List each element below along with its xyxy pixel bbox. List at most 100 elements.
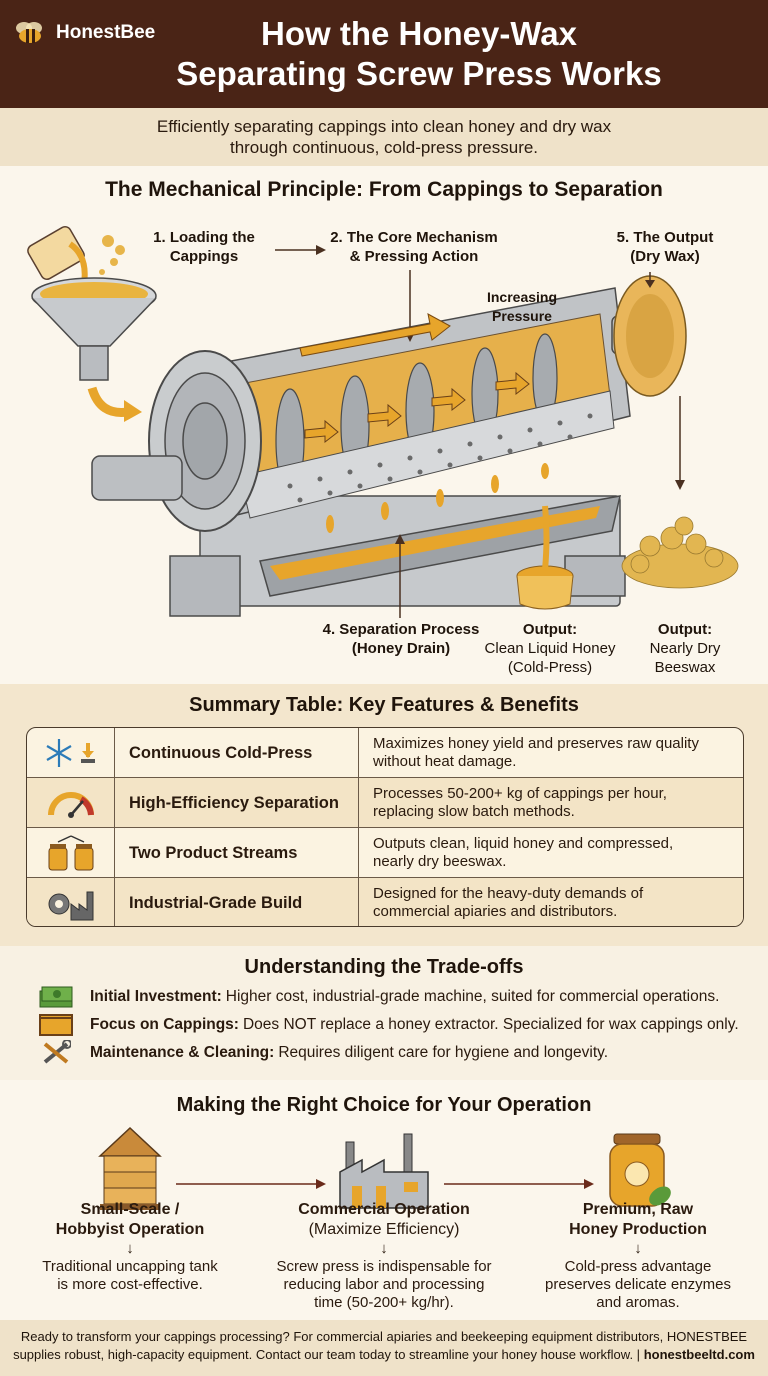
step2-label: 2. The Core Mechanism & Pressing Action bbox=[318, 228, 510, 266]
tools-icon bbox=[38, 1040, 74, 1066]
beehive-icon bbox=[98, 1126, 162, 1210]
tradeoffs-section: Understanding the Trade-offs Initial Inv… bbox=[0, 946, 768, 1080]
tradeoff-text: Requires diligent care for hygiene and l… bbox=[278, 1044, 609, 1061]
tradeoffs-title: Understanding the Trade-offs bbox=[244, 956, 524, 978]
wax-pile-icon bbox=[621, 516, 739, 589]
summary-title: Summary Table: Key Features & Benefits bbox=[189, 694, 579, 716]
choice-body-3: time (50-200+ kg/hr). bbox=[314, 1294, 454, 1311]
bee-icon bbox=[16, 22, 42, 43]
step5-line1: 5. The Output bbox=[616, 229, 714, 246]
snowflake-icon bbox=[45, 739, 95, 767]
choice-body-1: Traditional uncapping tank bbox=[42, 1258, 218, 1275]
subtitle: Efficiently separating cappings into cle… bbox=[0, 108, 768, 166]
down-arrow-icon: ↓ bbox=[634, 1240, 642, 1257]
choice-body-2: is more cost-effective. bbox=[57, 1276, 203, 1293]
choice-head-1: Commercial Operation bbox=[298, 1201, 470, 1218]
honeycomb-frame-icon bbox=[38, 1012, 74, 1038]
tradeoff-item: Focus on Cappings: Does NOT replace a ho… bbox=[38, 1012, 739, 1038]
output-honey-line1: Clean Liquid Honey bbox=[484, 640, 616, 657]
subtitle-line-2: through continuous, cold-press pressure. bbox=[229, 138, 539, 157]
cell-icon bbox=[27, 878, 115, 926]
footer-website-link[interactable]: honestbeeltd.com bbox=[643, 1347, 755, 1362]
down-arrow-icon: ↓ bbox=[380, 1240, 388, 1257]
diagram-title: The Mechanical Principle: From Cappings … bbox=[105, 178, 663, 201]
tradeoff-label: Focus on Cappings: bbox=[90, 1016, 239, 1033]
choice-body-3: and aromas. bbox=[596, 1294, 680, 1311]
summary-table: Continuous Cold-Press Maximizes honey yi… bbox=[26, 727, 744, 927]
feature-desc: Outputs clean, liquid honey and compress… bbox=[359, 828, 743, 878]
choice-head-2: Honey Production bbox=[569, 1221, 707, 1238]
header-banner: HonestBee How the Honey-Wax Separating S… bbox=[0, 0, 768, 108]
choice-body-1: Cold-press advantage bbox=[564, 1258, 712, 1275]
desc-line1: Outputs clean, liquid honey and compress… bbox=[373, 835, 674, 852]
funnel-icon bbox=[31, 277, 157, 381]
tradeoff-label: Initial Investment: bbox=[90, 988, 222, 1005]
choice-body-2: preserves delicate enzymes bbox=[545, 1276, 731, 1293]
feature-desc: Maximizes honey yield and preserves raw … bbox=[359, 728, 743, 778]
choice-body-1: Screw press is indispensable for bbox=[276, 1258, 492, 1275]
choice-head-1: Premium, Raw bbox=[582, 1201, 694, 1218]
step2-line2: & Pressing Action bbox=[349, 248, 479, 265]
money-icon bbox=[38, 984, 74, 1010]
footer-line1: Ready to transform your cappings process… bbox=[20, 1329, 748, 1344]
cell-icon bbox=[27, 778, 115, 828]
output-wax-label: Output: Nearly Dry Beeswax bbox=[630, 620, 740, 677]
feature-desc: Processes 50-200+ kg of cappings per hou… bbox=[359, 778, 743, 828]
choice-head-1: Small-Scale / bbox=[80, 1201, 180, 1218]
brand-logo[interactable]: HonestBee bbox=[12, 20, 155, 46]
page-title: How the Honey-Wax Separating Screw Press… bbox=[90, 14, 748, 94]
tradeoff-text: Higher cost, industrial-grade machine, s… bbox=[225, 988, 720, 1005]
tradeoff-text: Does NOT replace a honey extractor. Spec… bbox=[242, 1016, 739, 1033]
choice-section: Making the Right Choice for Your Operati… bbox=[0, 1080, 768, 1320]
pressure-line1: Increasing bbox=[486, 289, 558, 305]
cell-icon bbox=[27, 828, 115, 878]
down-arrow-icon: ↓ bbox=[126, 1240, 134, 1257]
step4-label: 4. Separation Process (Honey Drain) bbox=[310, 620, 492, 658]
footer-cta: Ready to transform your cappings process… bbox=[0, 1320, 768, 1376]
output-wax-head: Output: bbox=[657, 621, 713, 638]
step1-label: 1. Loading the Cappings bbox=[140, 228, 268, 266]
pressure-line2: Pressure bbox=[492, 308, 552, 324]
desc-line1: Processes 50-200+ kg of cappings per hou… bbox=[373, 785, 667, 802]
choice-premium: Premium, Raw Honey Production ↓ Cold-pre… bbox=[530, 1200, 746, 1312]
feature-name: Continuous Cold-Press bbox=[115, 728, 359, 778]
feature-name: Industrial-Grade Build bbox=[115, 878, 359, 926]
cell-icon bbox=[27, 728, 115, 778]
jars-icon bbox=[48, 835, 93, 871]
factory-gear-icon bbox=[48, 891, 93, 921]
tradeoff-label: Maintenance & Cleaning: bbox=[90, 1044, 275, 1061]
tradeoff-item: Initial Investment: Higher cost, industr… bbox=[38, 984, 719, 1010]
choice-head-2: (Maximize Efficiency) bbox=[308, 1221, 460, 1238]
gauge-icon bbox=[47, 792, 94, 818]
feature-name: Two Product Streams bbox=[115, 828, 359, 878]
output-wax-line1: Nearly Dry bbox=[649, 640, 721, 657]
tradeoff-item: Maintenance & Cleaning: Requires diligen… bbox=[38, 1040, 608, 1066]
honey-jar-icon bbox=[27, 225, 125, 285]
choice-head-2: Hobbyist Operation bbox=[55, 1221, 205, 1238]
output-honey-line2: (Cold-Press) bbox=[507, 659, 593, 676]
step1-line2: Cappings bbox=[169, 248, 239, 265]
step5-label: 5. The Output (Dry Wax) bbox=[610, 228, 720, 266]
footer-line2: supplies robust, high-capacity equipment… bbox=[13, 1347, 641, 1362]
step4-line1: 4. Separation Process bbox=[322, 621, 480, 638]
pressure-label: Increasing Pressure bbox=[470, 288, 574, 326]
choice-body-2: reducing labor and processing bbox=[283, 1276, 485, 1293]
desc-line2: nearly dry beeswax. bbox=[373, 853, 507, 870]
table-row: Two Product Streams Outputs clean, liqui… bbox=[27, 828, 743, 878]
output-wax-line2: Beeswax bbox=[654, 659, 716, 676]
desc-line1: Designed for the heavy-duty demands of bbox=[373, 885, 644, 902]
choice-title: Making the Right Choice for Your Operati… bbox=[176, 1094, 592, 1116]
output-honey-head: Output: bbox=[522, 621, 578, 638]
choice-commercial: Commercial Operation (Maximize Efficienc… bbox=[262, 1200, 506, 1312]
title-line-2: Separating Screw Press Works bbox=[176, 55, 662, 92]
desc-line2: without heat damage. bbox=[373, 753, 517, 770]
table-row: High-Efficiency Separation Processes 50-… bbox=[27, 778, 743, 828]
step2-line1: 2. The Core Mechanism bbox=[330, 229, 498, 246]
step4-line2: (Honey Drain) bbox=[351, 640, 451, 657]
choice-small-scale: Small-Scale / Hobbyist Operation ↓ Tradi… bbox=[22, 1200, 238, 1294]
desc-line1: Maximizes honey yield and preserves raw … bbox=[373, 735, 699, 752]
desc-line2: replacing slow batch methods. bbox=[373, 803, 575, 820]
honey-jar-leaf-icon bbox=[609, 1133, 671, 1207]
brand-name: HonestBee bbox=[56, 22, 156, 43]
step5-line2: (Dry Wax) bbox=[630, 248, 700, 265]
